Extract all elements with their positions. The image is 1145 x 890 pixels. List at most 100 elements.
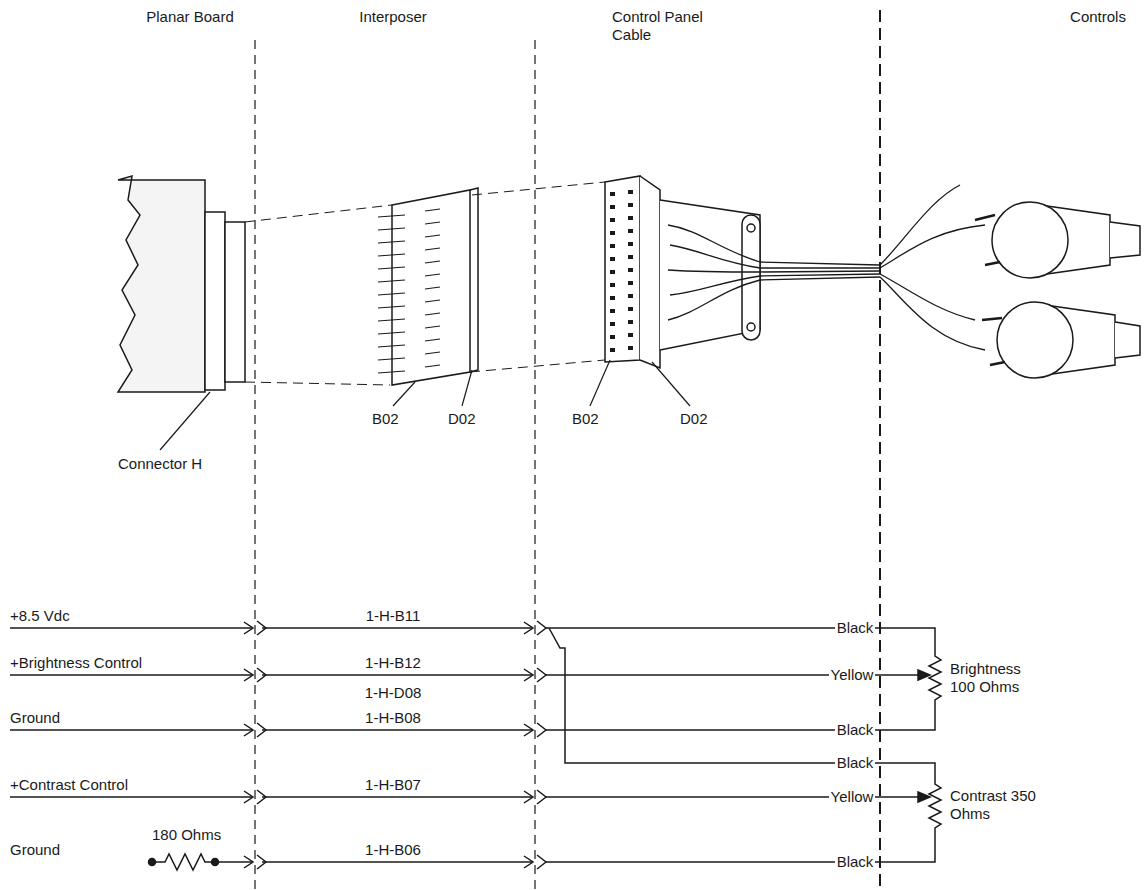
pin-stroke [425,339,440,341]
cable-connector-side [640,176,660,368]
pin-stroke [425,287,440,289]
interposer [392,190,470,385]
pin-name: B02 [572,410,599,428]
connector-chevron [257,790,266,804]
arrowhead [244,856,253,868]
wire [10,674,252,676]
pin-name: 1-H-B11 [366,607,421,625]
pin-name: 1-H-B12 [365,654,421,672]
arrowhead [524,724,533,736]
connector-h [205,212,225,390]
hole [610,335,615,339]
hole [628,307,633,311]
hole [628,346,633,350]
hole [628,320,633,324]
arrowhead [244,724,253,736]
wire-color: Black [835,619,876,637]
column-header: Interposer [359,8,427,26]
column-divider [879,10,881,890]
pin-stroke [425,352,440,354]
pin-stroke [425,365,440,367]
resistor-symbol [149,854,219,870]
hole [628,268,633,272]
cable-wires [668,185,985,350]
connector-chevron [537,668,546,682]
hole [628,216,633,220]
wire-color: Black [835,754,876,772]
hole [628,190,633,194]
hole [610,244,615,248]
connector-chevron [537,855,546,869]
pin-stroke [378,332,405,334]
clamp-screw [747,323,755,331]
control-name: Brightness 100 Ohms [950,660,1040,696]
part-name: Connector H [118,455,202,473]
pin-stroke [425,209,440,211]
wire [215,861,252,863]
wire-color: Black [835,721,876,739]
arrowhead [524,791,533,803]
pin-name: 1-H-B06 [365,841,421,859]
column-divider [255,40,535,890]
arrowhead [244,669,253,681]
interposer-pins [378,209,440,373]
pin-name: 1-H-D08 [365,684,422,702]
pin-name: B02 [372,410,399,428]
signal-name: +Brightness Control [10,654,142,672]
pin-stroke [378,319,405,321]
hole [628,333,633,337]
pin-stroke [425,235,440,237]
pin-name: 1-H-B07 [365,776,421,794]
pin-stroke [378,254,405,256]
pin-stroke [425,300,440,302]
connector-chevron [257,668,266,682]
hole [610,309,615,313]
pin-stroke [425,222,440,224]
pin-name: D02 [680,410,708,428]
signal-wires [10,621,546,869]
hole [628,203,633,207]
signal-name: Ground [10,709,60,727]
potentiometer-symbol [929,652,941,832]
pin-stroke [378,280,405,282]
connector-holes [610,190,633,352]
hole [628,242,633,246]
connector-chevron [537,790,546,804]
pin-stroke [378,241,405,243]
arrowhead [244,622,253,634]
signal-name: +8.5 Vdc [10,607,70,625]
knob-terminal [975,215,1005,365]
pin-stroke [425,248,440,250]
column-header: Controls [1070,8,1126,26]
hole [610,257,615,261]
pin-stroke [378,306,405,308]
hole [610,218,615,222]
pin-stroke [378,358,405,360]
resistor-value: 180 Ohms [152,826,221,844]
hole [610,231,615,235]
clamp-screw [747,224,755,232]
wire [262,861,532,863]
arrowhead [524,622,533,634]
connector-h-face [225,222,245,382]
wire-color: Black [835,853,876,871]
pin-stroke [378,293,405,295]
wire [262,729,532,731]
pin-stroke [378,345,405,347]
pin-stroke [425,274,440,276]
wire-color: Yellow [829,666,876,684]
hole [610,296,615,300]
wire-color: Yellow [829,788,876,806]
pin-stroke [425,313,440,315]
hole [628,255,633,259]
arrowhead [524,669,533,681]
hole [610,348,615,352]
pin-stroke [378,371,405,373]
hole [610,283,615,287]
cable-connector-body [660,200,760,350]
hole [628,281,633,285]
hole [610,270,615,274]
pin-name: 1-H-B08 [365,709,421,727]
